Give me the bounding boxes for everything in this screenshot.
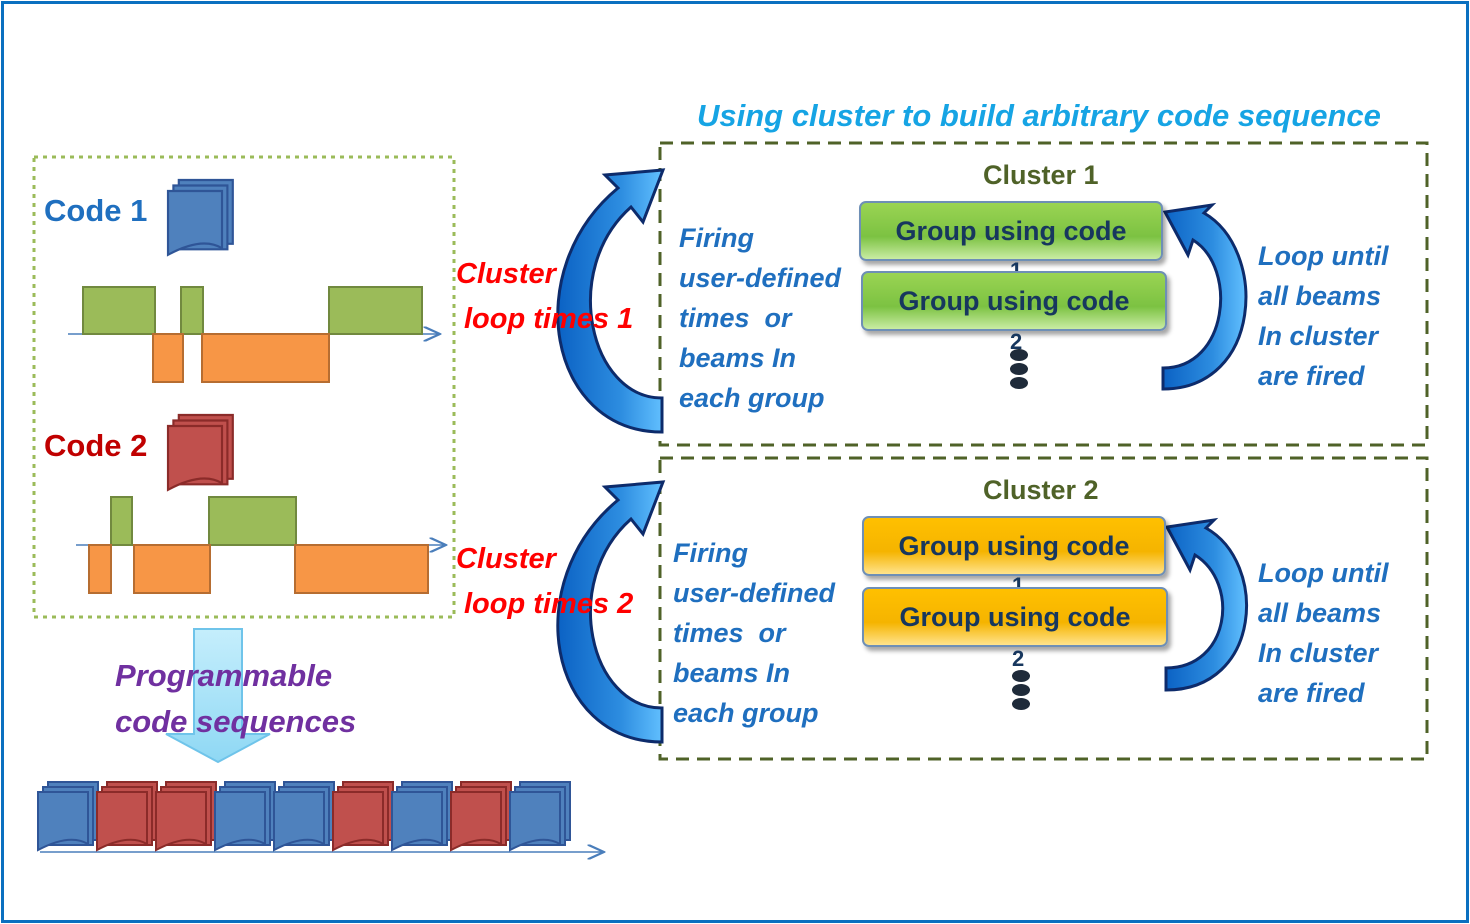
cluster2-loop-until-text: Loop until all beams In cluster are fire…: [1258, 553, 1388, 713]
code1-waveform: [68, 286, 440, 383]
sequence-code2-document: [96, 781, 158, 851]
loop-line: all beams: [1258, 598, 1382, 628]
firing-line: user-defined: [679, 263, 842, 293]
loop-line: all beams: [1258, 281, 1382, 311]
group1-loop-arrow: [1161, 202, 1248, 391]
firing-line: user-defined: [673, 578, 836, 608]
cluster2-loop-label: Cluster loop times 2: [456, 537, 633, 627]
cluster1-loop-until-text: Loop until all beams In cluster are fire…: [1258, 236, 1388, 396]
cluster1-loop-arrow: [556, 168, 666, 434]
code2-label: Code 2: [44, 428, 148, 463]
cluster1-loop-line1: Cluster: [456, 258, 556, 290]
cluster2-group2-number: 2: [1012, 646, 1025, 671]
firing-line: Firing: [679, 223, 754, 253]
sequence-code1-document: [214, 781, 276, 851]
loop-line: In cluster: [1258, 638, 1379, 668]
cluster1-group2-number: 2: [1010, 329, 1023, 354]
code1-label: Code 1: [44, 193, 148, 228]
firing-line: times or: [679, 303, 792, 333]
firing-line: beams In: [679, 343, 797, 373]
code1-document-icon: [166, 178, 234, 256]
sequence-code1-document: [509, 781, 571, 851]
firing-line: beams In: [673, 658, 791, 688]
group2-loop-arrow: [1164, 517, 1248, 692]
sequence-documents: [37, 781, 571, 851]
down-arrow: [165, 628, 271, 764]
sequence-code2-document: [450, 781, 512, 851]
loop-line: Loop until: [1258, 558, 1389, 588]
firing-line: Firing: [673, 538, 748, 568]
firing-line: each group: [673, 698, 819, 728]
sequence-code1-document: [391, 781, 453, 851]
cluster2-group2: Group using code: [862, 587, 1168, 647]
code2-waveform: [76, 496, 446, 594]
cluster2-loop-line1: Cluster: [456, 543, 556, 575]
loop-line: are fired: [1258, 361, 1365, 391]
cluster1-firing-text: Firing user-defined times or beams In ea…: [679, 218, 841, 418]
cluster1-group1: Group using code: [859, 201, 1163, 261]
sequence-code2-document: [155, 781, 217, 851]
diagram-title: Using cluster to build arbitrary code se…: [697, 98, 1381, 133]
code2-document-icon: [166, 413, 234, 491]
firing-line: each group: [679, 383, 825, 413]
sequence-code1-document: [273, 781, 335, 851]
cluster2-title: Cluster 2: [983, 475, 1099, 505]
sequence-code2-document: [332, 781, 394, 851]
cluster2-firing-text: Firing user-defined times or beams In ea…: [673, 533, 835, 733]
programmable-sequences-label: Programmable code sequences: [115, 653, 356, 745]
cluster1-group2: Group using code: [861, 271, 1167, 331]
cluster1-loop-line2: loop times 1: [464, 303, 634, 335]
sequence-code1-document: [37, 781, 99, 851]
cluster1-more-dots: [1010, 349, 1028, 389]
cluster1-title: Cluster 1: [983, 160, 1099, 190]
code-definition-box: [32, 155, 456, 619]
firing-line: times or: [673, 618, 786, 648]
cluster2-loop-line2: loop times 2: [464, 588, 634, 620]
cluster1-box: [658, 141, 1429, 447]
cluster1-loop-label: Cluster loop times 1: [456, 252, 633, 342]
cluster2-group1: Group using code: [862, 516, 1166, 576]
loop-line: are fired: [1258, 678, 1365, 708]
programmable-line2: code sequences: [115, 704, 357, 739]
loop-line: Loop until: [1258, 241, 1389, 271]
loop-line: In cluster: [1258, 321, 1379, 351]
cluster2-loop-arrow: [556, 480, 666, 744]
cluster2-more-dots: [1012, 670, 1030, 710]
programmable-line1: Programmable: [115, 658, 333, 693]
cluster2-box: [658, 456, 1429, 761]
